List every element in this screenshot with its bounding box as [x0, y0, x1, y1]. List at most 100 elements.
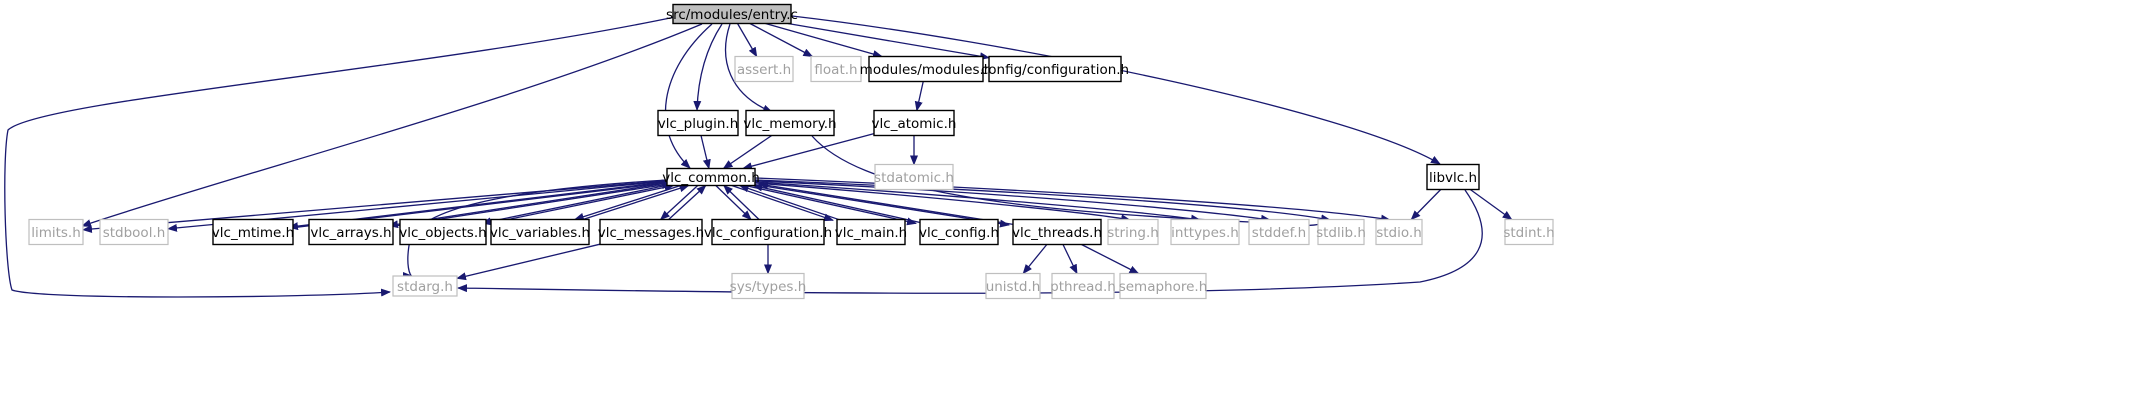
edge-vlc_objects-to-vlc_common: [489, 183, 675, 224]
node-box: [873, 109, 955, 137]
node-stdlib: stdlib.h: [1316, 218, 1366, 246]
node-box: [1012, 218, 1102, 246]
node-libvlc[interactable]: libvlc.h: [1426, 163, 1480, 191]
node-stdint: stdint.h: [1503, 218, 1555, 246]
node-vlc-atomic[interactable]: vlc_atomic.h: [872, 109, 957, 137]
node-box: [985, 272, 1041, 300]
edge-vlc_common-to-string: [754, 182, 1131, 223]
edge-vlc_threads-to-unistd: [1022, 244, 1048, 275]
node-label: vlc_mtime.h: [212, 225, 294, 241]
edge-vlc_common-to-vlc_objects: [481, 184, 666, 226]
node-box: [1119, 272, 1207, 300]
node-vlc-main[interactable]: vlc_main.h: [835, 218, 908, 246]
edge-vlc_common-to-vlc_threads: [750, 183, 1010, 228]
node-box: [212, 218, 294, 246]
node-box: [988, 55, 1122, 83]
node-label: stddef.h: [1252, 225, 1306, 241]
node-box: [1107, 218, 1159, 246]
node-label: stdatomic.h: [874, 170, 954, 186]
edge-layer: [4, 15, 1513, 298]
node-vlc-messages[interactable]: vlc_messages.h: [598, 218, 704, 246]
edge-entry-to-vlc_plugin: [693, 23, 723, 111]
node-box: [1317, 218, 1365, 246]
node-label: vlc_messages.h: [598, 225, 704, 241]
edge-libvlc-to-stdint: [1469, 188, 1513, 221]
node-stdarg: stdarg.h: [392, 275, 458, 297]
edge-vlc_common-to-vlc_variables: [573, 184, 681, 221]
node-label: config/configuration.h: [981, 62, 1129, 78]
node-pthread: pthread.h: [1050, 272, 1116, 300]
node-label: semaphore.h: [1119, 279, 1208, 295]
edge-vlc_common-to-vlc_messages: [659, 185, 699, 221]
edge-vlc_common-to-stdio: [754, 177, 1391, 223]
edge-vlc_threads-to-semaphore: [1081, 243, 1140, 275]
node-box: [599, 218, 703, 246]
edge-vlc_common-to-stddef: [754, 180, 1271, 223]
edge-entry-to-modules: [765, 22, 883, 58]
node-vlc-arrays[interactable]: vlc_arrays.h: [308, 218, 394, 246]
node-label: inttypes.h: [1171, 225, 1239, 241]
node-box: [1248, 218, 1310, 246]
node-box: [672, 3, 792, 25]
node-box: [1170, 218, 1240, 246]
node-box: [1426, 163, 1480, 191]
node-sys-types: sys/types.h: [730, 272, 807, 300]
node-label: unistd.h: [986, 279, 1041, 295]
node-stddef: stddef.h: [1248, 218, 1310, 246]
node-label: libvlc.h: [1429, 170, 1477, 186]
node-vlc-common[interactable]: vlc_common.h: [662, 167, 760, 187]
edge-entry-to-assert: [736, 23, 758, 58]
node-label: vlc_variables.h: [490, 225, 590, 241]
node-box: [490, 218, 590, 246]
node-label: string.h: [1107, 225, 1159, 241]
edge-vlc_common-to-vlc_configuration: [715, 185, 752, 221]
node-label: pthread.h: [1050, 279, 1116, 295]
edge-vlc_messages-to-stdarg: [456, 243, 601, 281]
node-assert: assert.h: [734, 55, 794, 83]
node-vlc-threads[interactable]: vlc_threads.h: [1012, 218, 1102, 246]
node-label: vlc_arrays.h: [310, 225, 391, 241]
node-stdatomic: stdatomic.h: [874, 163, 954, 191]
edge-entry-to-stdarg: [4, 16, 676, 298]
node-vlc-mtime[interactable]: vlc_mtime.h: [212, 218, 294, 246]
node-box: [745, 109, 835, 137]
node-limits: limits.h: [28, 218, 84, 246]
edge-vlc_atomic-to-vlc_common: [741, 133, 875, 171]
node-box: [392, 275, 458, 297]
node-vlc-configuration[interactable]: vlc_configuration.h: [704, 218, 832, 246]
node-configuration[interactable]: config/configuration.h: [981, 55, 1129, 83]
node-box: [711, 218, 825, 246]
node-vlc-plugin[interactable]: vlc_plugin.h: [657, 109, 739, 137]
node-box: [666, 167, 756, 187]
edge-vlc_messages-to-vlc_common: [668, 184, 707, 220]
edge-entry-to-libvlc: [791, 15, 1441, 165]
edge-entry-to-configuration: [787, 22, 990, 61]
node-vlc-memory[interactable]: vlc_memory.h: [743, 109, 837, 137]
node-float: float.h: [810, 55, 862, 83]
edge-libvlc-to-stdio: [1410, 189, 1442, 221]
node-label: vlc_plugin.h: [658, 116, 739, 132]
node-modules[interactable]: modules/modules.h: [860, 55, 993, 83]
node-label: src/modules/entry.c: [666, 7, 798, 23]
node-label: vlc_objects.h: [399, 225, 486, 241]
edge-vlc_common-to-vlc_arrays: [388, 183, 664, 229]
node-label: vlc_atomic.h: [872, 116, 957, 132]
node-vlc-config[interactable]: vlc_config.h: [919, 218, 999, 246]
node-label: vlc_memory.h: [743, 116, 836, 132]
node-entry[interactable]: src/modules/entry.c: [666, 3, 798, 25]
node-box: [731, 272, 805, 300]
edge-entry-to-vlc_memory: [725, 23, 773, 113]
node-vlc-objects[interactable]: vlc_objects.h: [399, 218, 487, 246]
edge-vlc_plugin-to-vlc_common: [700, 135, 711, 170]
node-vlc-variables[interactable]: vlc_variables.h: [490, 218, 590, 246]
node-unistd: unistd.h: [985, 272, 1041, 300]
node-label: sys/types.h: [730, 279, 807, 295]
node-box: [868, 55, 984, 83]
edge-vlc_common-to-stdlib: [754, 179, 1331, 223]
node-box: [734, 55, 794, 83]
node-label: vlc_main.h: [835, 225, 908, 241]
node-box: [874, 163, 954, 191]
node-label: vlc_config.h: [919, 225, 999, 241]
